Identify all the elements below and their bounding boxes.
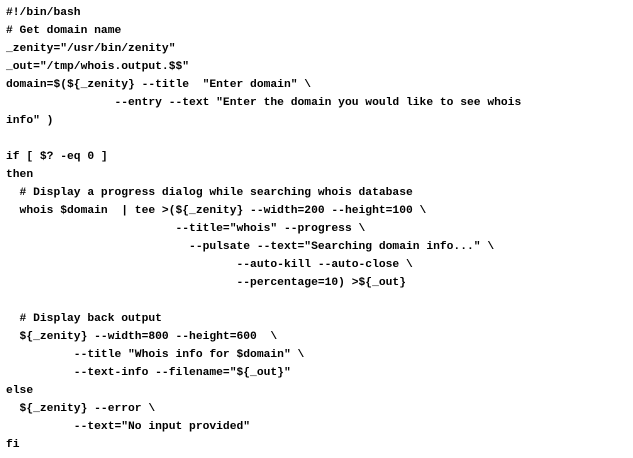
code-line-7: info" )	[6, 115, 54, 127]
code-line-20: --title "Whois info for $domain" \	[6, 349, 305, 361]
code-line-5: domain=$(${_zenity} --title "Enter domai…	[6, 79, 312, 91]
code-line-8	[6, 130, 521, 148]
code-line-24: --text="No input provided"	[6, 421, 251, 433]
code-line-22: else	[6, 385, 34, 397]
bash-script-code: #!/bin/bash # Get domain name _zenity="/us…	[6, 4, 521, 454]
code-line-13: --title="whois" --progress \	[6, 223, 366, 235]
code-line-16: --percentage=10) >${_out}	[6, 277, 406, 289]
code-line-9: if [ $? -eq 0 ]	[6, 151, 108, 163]
code-line-25: fi	[6, 439, 20, 451]
code-line-6: --entry --text "Enter the domain you wou…	[6, 97, 522, 109]
code-line-18: # Display back output	[6, 313, 162, 325]
code-line-4: _out="/tmp/whois.output.$$"	[6, 61, 190, 73]
code-line-3: _zenity="/usr/bin/zenity"	[6, 43, 176, 55]
code-line-19: ${_zenity} --width=800 --height=600 \	[6, 331, 278, 343]
code-line-11: # Display a progress dialog while search…	[6, 187, 413, 199]
code-line-1: #!/bin/bash	[6, 7, 81, 19]
code-line-2: # Get domain name	[6, 25, 122, 37]
code-line-23: ${_zenity} --error \	[6, 403, 156, 415]
code-line-10: then	[6, 169, 34, 181]
code-line-12: whois $domain | tee >(${_zenity} --width…	[6, 205, 427, 217]
code-line-15: --auto-kill --auto-close \	[6, 259, 413, 271]
code-line-21: --text-info --filename="${_out}"	[6, 367, 291, 379]
code-line-17	[6, 292, 521, 310]
code-line-14: --pulsate --text="Searching domain info.…	[6, 241, 495, 253]
